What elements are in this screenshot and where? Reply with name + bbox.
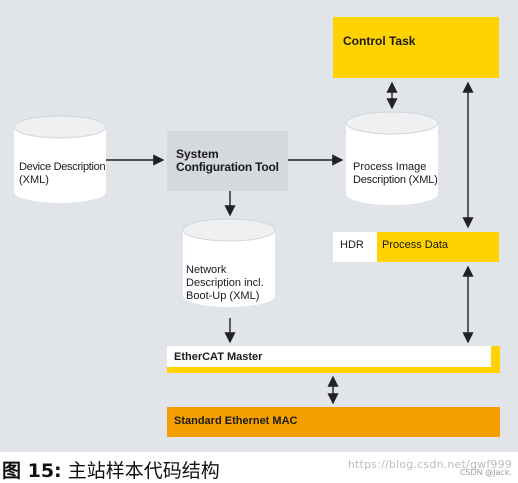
hdr-box xyxy=(333,232,377,262)
process-data-box xyxy=(377,232,499,262)
figure-caption-text: 主站样本代码结构 xyxy=(61,460,220,482)
device-description-label-line1: Device Description xyxy=(19,161,106,173)
architecture-diagram xyxy=(13,17,500,437)
control-task-box xyxy=(333,17,499,78)
figure-caption: 图 15: 主站样本代码结构 xyxy=(2,456,220,483)
ethercat-master-box xyxy=(167,346,491,367)
system-configuration-tool-label-line2: Configuration Tool xyxy=(176,160,279,174)
network-description-cylinder xyxy=(182,218,276,307)
ethercat-master-yellow-edge xyxy=(491,346,500,373)
ethercat-master-yellow-band xyxy=(167,367,500,373)
watermark-url: https://blog.csdn.net/gwf999 xyxy=(347,458,512,471)
control-task-label: Control Task xyxy=(343,34,416,48)
ethercat-master-label: EtherCAT Master xyxy=(174,351,263,363)
watermark-csdn: CSDN @Jack. xyxy=(459,468,512,477)
network-description-label-line1: Network xyxy=(186,264,227,276)
network-description-label-line3: Boot-Up (XML) xyxy=(186,290,260,302)
diagram-panel: Control Task Device Description (XML) Sy… xyxy=(0,0,518,452)
hdr-label: HDR xyxy=(340,239,364,251)
standard-ethernet-mac-box xyxy=(167,407,500,437)
standard-ethernet-mac-label: Standard Ethernet MAC xyxy=(174,415,298,427)
process-image-label-line1: Process Image xyxy=(353,161,427,173)
system-configuration-tool-label-line1: System xyxy=(176,147,219,161)
device-description-cylinder xyxy=(13,115,107,203)
device-description-label-line2: (XML) xyxy=(19,174,49,186)
process-data-label: Process Data xyxy=(382,239,449,251)
process-image-label-line2: Description (XML) xyxy=(353,174,438,186)
network-description-label-line2: Description incl. xyxy=(186,277,264,289)
figure-caption-prefix: 图 15: xyxy=(2,460,62,482)
system-configuration-tool-box xyxy=(167,131,288,191)
process-image-cylinder xyxy=(345,111,439,205)
